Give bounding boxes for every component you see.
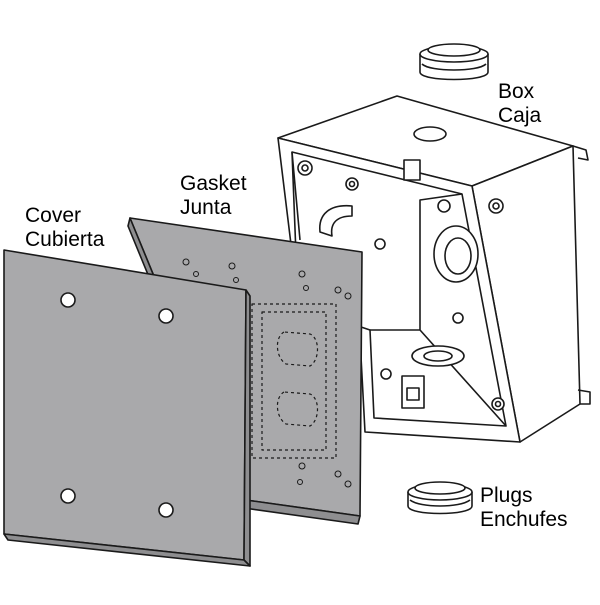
cover-screw-hole xyxy=(60,292,76,308)
cover-screw-hole xyxy=(60,488,76,504)
box-inner-rib xyxy=(319,205,353,237)
cover-label: Cover Cubierta xyxy=(25,204,104,252)
box-boss xyxy=(374,238,386,250)
box-ear-top xyxy=(572,145,589,161)
plugs-label-en: Plugs xyxy=(480,484,533,507)
box-label: Box Caja xyxy=(498,80,541,128)
box-side-hub-inner xyxy=(444,237,472,275)
plugs-label: Plugs Enchufes xyxy=(480,484,568,532)
plug-bottom xyxy=(407,481,473,515)
gasket-label-es: Junta xyxy=(180,196,232,219)
electrical-box xyxy=(277,95,591,443)
gasket-device-outline xyxy=(251,303,337,459)
plugs-label-es: Enchufes xyxy=(480,508,568,531)
box-boss xyxy=(380,368,392,380)
box-boss xyxy=(297,160,313,176)
box-label-en: Box xyxy=(498,80,535,103)
box-boss xyxy=(437,199,451,213)
cover-label-en: Cover xyxy=(25,204,82,227)
box-label-es: Caja xyxy=(498,104,542,127)
cover-screw-hole xyxy=(158,308,174,324)
cover-bottom-edge xyxy=(3,533,251,567)
box-boss xyxy=(345,177,359,191)
cover-screw-hole xyxy=(158,502,174,518)
cover-face xyxy=(3,249,247,561)
box-top-knockout xyxy=(413,126,447,142)
box-ear-bottom xyxy=(577,389,591,405)
box-inner-wall xyxy=(291,151,507,427)
gasket-label: Gasket Junta xyxy=(180,172,247,220)
cover-edge xyxy=(243,289,251,567)
plug-top xyxy=(419,43,489,81)
box-top-clamp xyxy=(403,159,421,181)
cover-label-es: Cubierta xyxy=(25,228,105,251)
box-boss xyxy=(488,198,504,214)
box-clamp xyxy=(401,375,425,409)
box-boss xyxy=(491,397,505,411)
box-boss xyxy=(452,312,464,324)
gasket-label-en: Gasket xyxy=(180,172,247,195)
box-bottom-hub xyxy=(411,345,465,367)
cover-panel xyxy=(3,249,251,567)
